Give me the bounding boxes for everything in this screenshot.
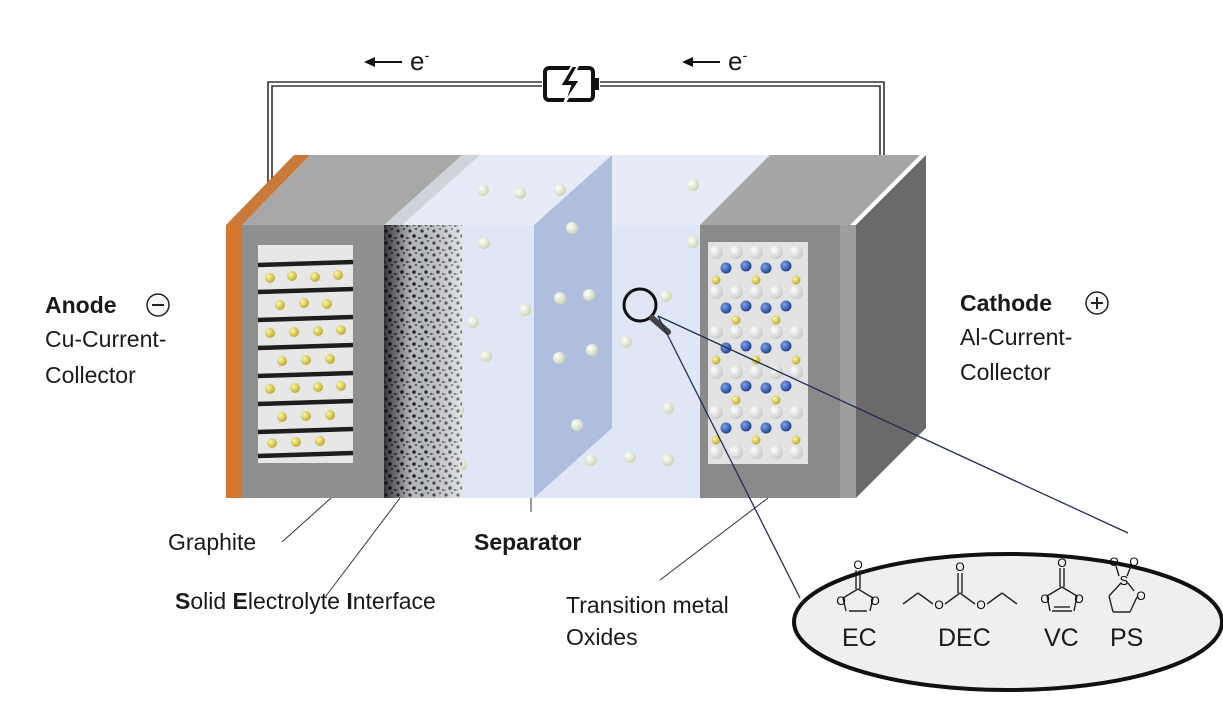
tmo-label-2: Oxides: [566, 624, 638, 650]
ec-oxygen-2: O: [836, 594, 845, 608]
vc-molecule: [1046, 568, 1078, 612]
graphite-structure: [257, 245, 354, 463]
aluminum-current-collector: [840, 225, 856, 498]
zoom-oval: [792, 552, 1223, 692]
ec-oxygen-3: O: [870, 594, 879, 608]
cathode-subtitle-1: Al-Current-: [960, 324, 1073, 350]
dec-oxygen-2: O: [934, 598, 943, 612]
ec-label: EC: [842, 624, 877, 652]
leader-lines: [281, 497, 769, 597]
cathode-subtitle-2: Collector: [960, 359, 1051, 385]
vc-label: VC: [1044, 624, 1079, 652]
anode-subtitle-1: Cu-Current-: [45, 326, 167, 352]
cathode-label: Cathode: [960, 288, 1052, 318]
plus-sign-icon: [1085, 291, 1109, 315]
separator-label: Separator: [474, 529, 582, 555]
dec-oxygen-3: O: [976, 598, 985, 612]
battery-charging-icon: [543, 65, 599, 105]
ec-oxygen-1: O: [853, 558, 862, 572]
external-circuit: [267, 81, 885, 187]
ps-sulfur: S: [1120, 573, 1129, 588]
minus-sign-icon: [146, 293, 170, 317]
ps-molecule: [1108, 565, 1138, 613]
electron-label-right: e-: [728, 46, 748, 76]
ps-oxygen-3: O: [1136, 589, 1145, 603]
cathode-structure: [708, 242, 808, 464]
tmo-label-1: Transition metal: [566, 592, 729, 618]
anode-subtitle-2: Collector: [45, 362, 136, 388]
vc-oxygen-3: O: [1074, 592, 1083, 606]
dec-molecule: [902, 573, 1018, 605]
electron-label-left: e-: [410, 46, 430, 76]
cathode-title: Cathode: [960, 290, 1052, 316]
sei-label: Solid Electrolyte Interface: [175, 588, 436, 614]
separator-membrane: [534, 155, 612, 498]
anode-label: Anode: [45, 290, 117, 320]
ec-molecule: [842, 570, 874, 612]
copper-current-collector: [226, 225, 242, 498]
anode-assembly: [226, 155, 480, 498]
dec-oxygen-1: O: [955, 560, 964, 574]
electron-arrow-right: [682, 57, 720, 67]
vc-oxygen-1: O: [1057, 556, 1066, 570]
ps-oxygen-1: O: [1109, 555, 1118, 569]
dec-label: DEC: [938, 624, 991, 652]
anode-title: Anode: [45, 292, 117, 318]
ps-oxygen-2: O: [1129, 555, 1138, 569]
electron-arrow-left: [364, 57, 402, 67]
cathode-assembly: [700, 155, 926, 498]
vc-oxygen-2: O: [1040, 592, 1049, 606]
zoom-lines: [657, 315, 1129, 599]
ps-label: PS: [1110, 624, 1144, 652]
graphite-label: Graphite: [168, 529, 257, 555]
